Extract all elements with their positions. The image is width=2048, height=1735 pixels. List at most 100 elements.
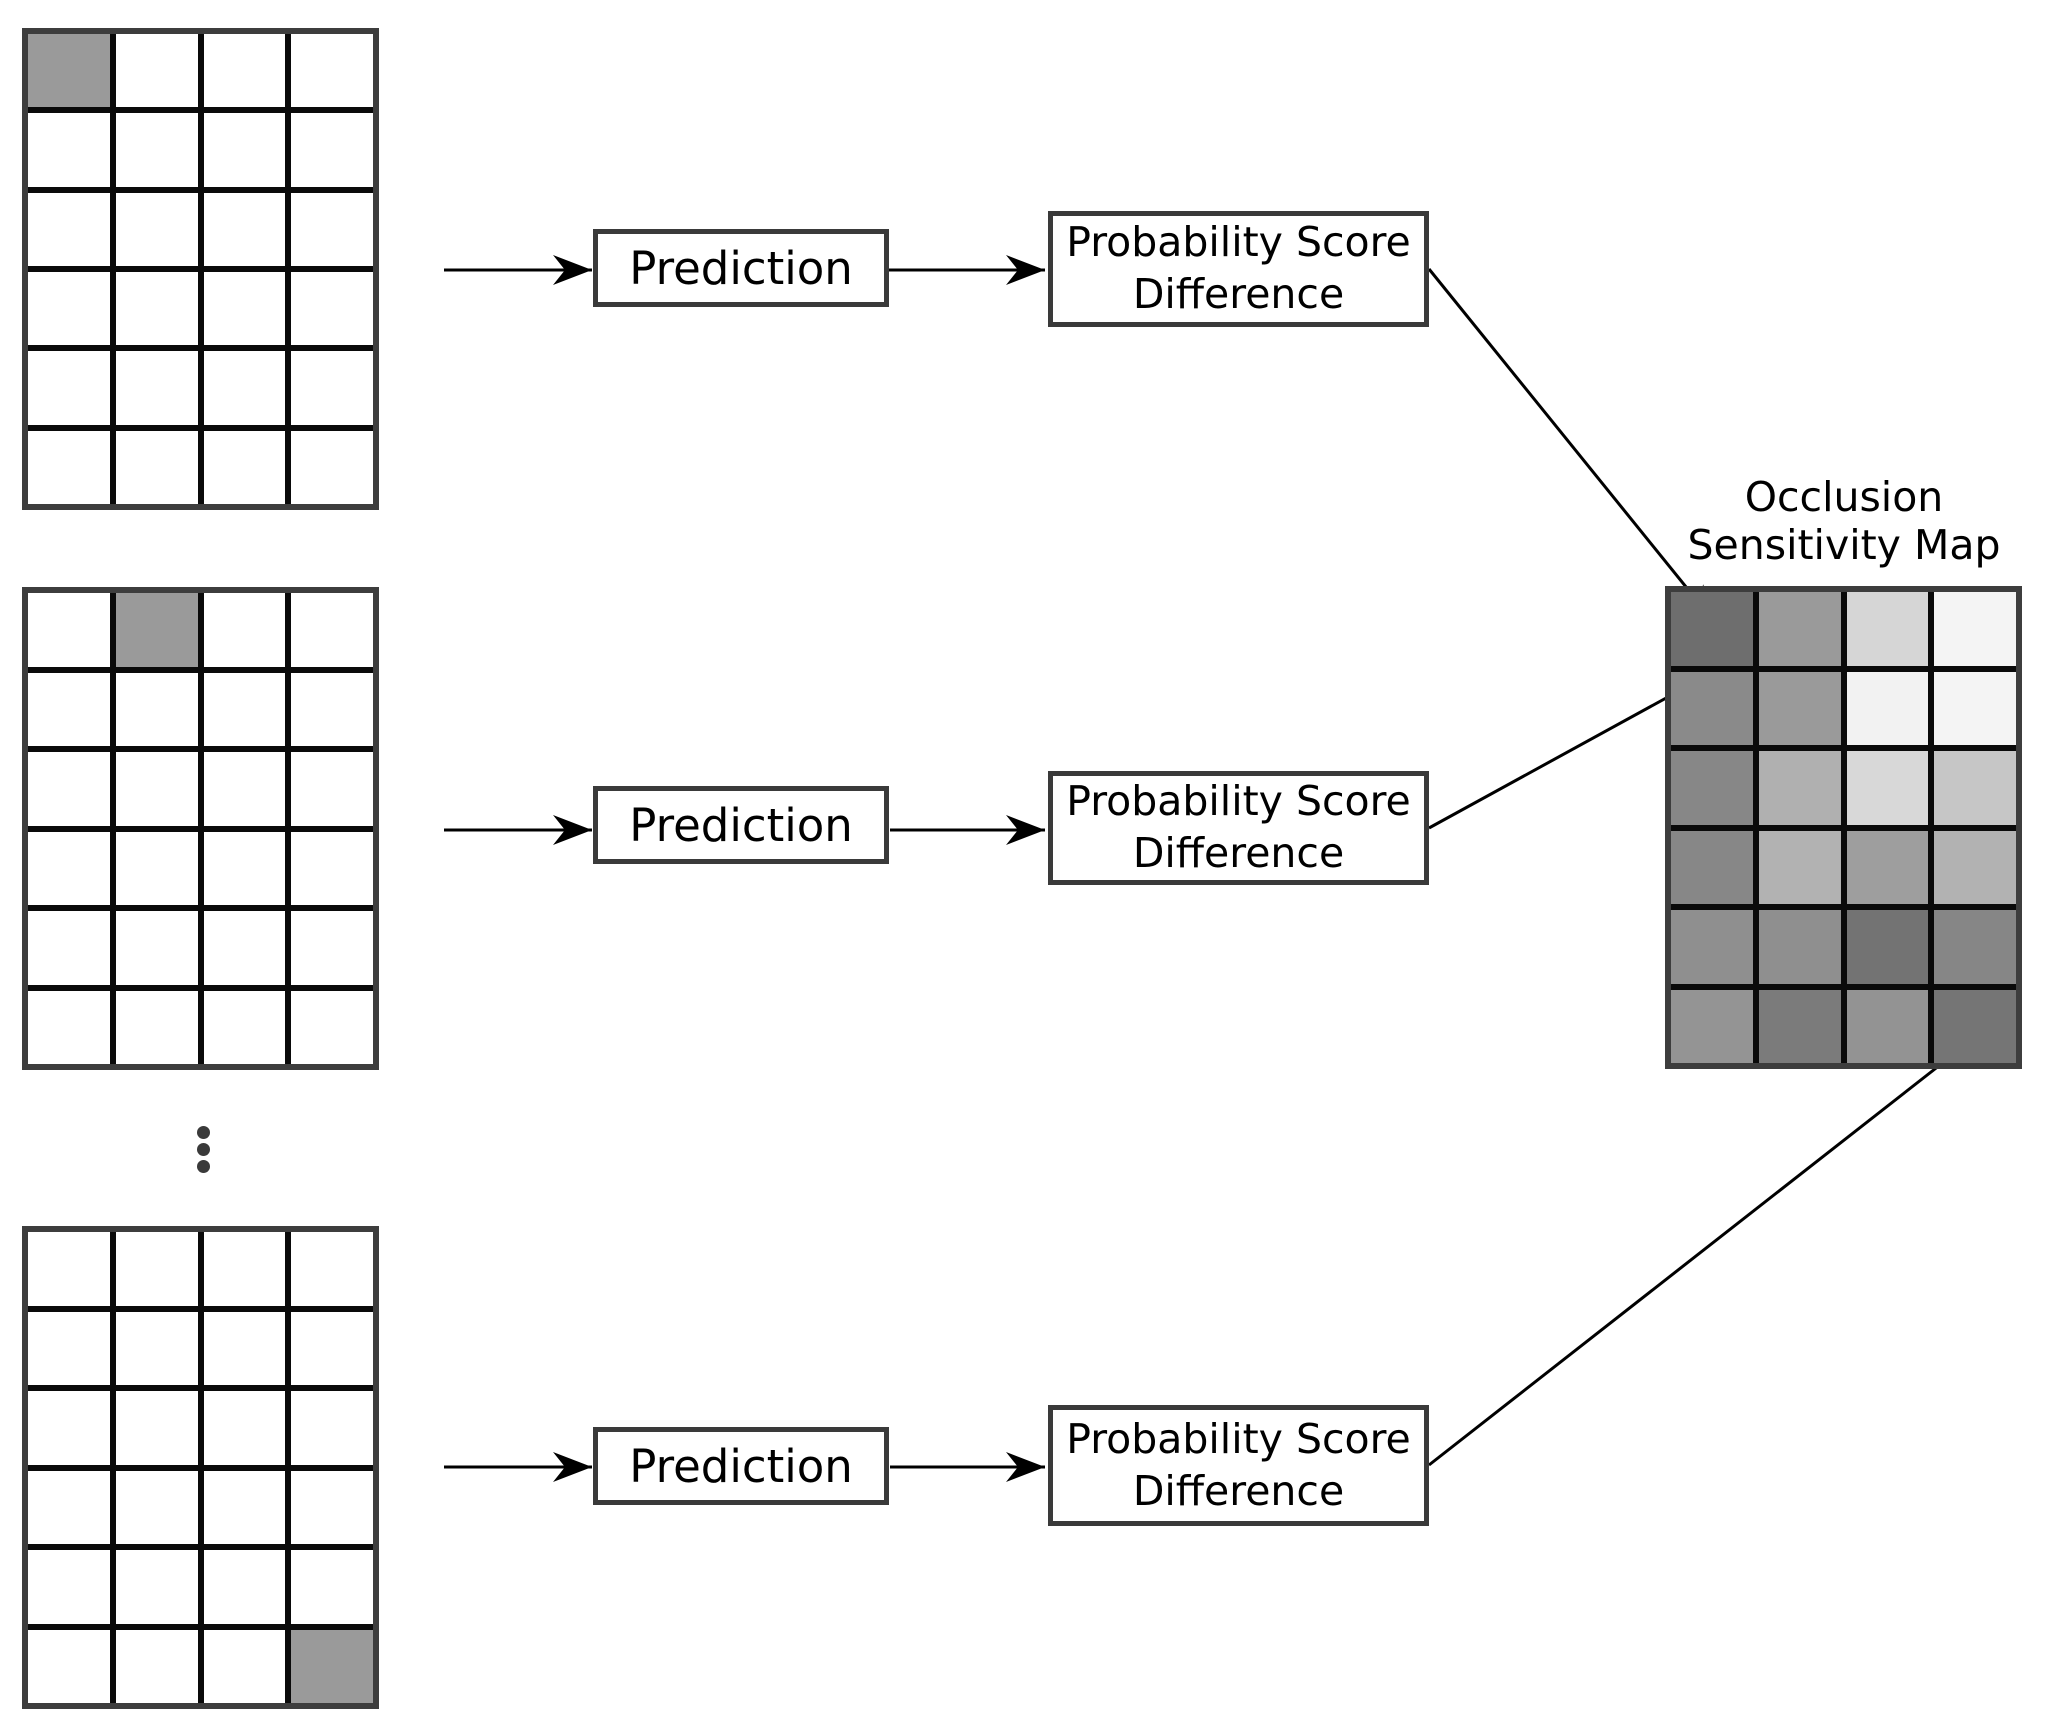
grid-cell — [291, 990, 373, 1064]
map-cell — [1758, 592, 1841, 666]
grid-cell — [28, 831, 110, 905]
occluded-input-grid-3 — [22, 1226, 379, 1709]
map-cell — [1758, 751, 1841, 825]
occlusion-sensitivity-map-grid — [1665, 586, 2022, 1069]
grid-cell — [203, 990, 286, 1064]
map-cell — [1671, 592, 1753, 666]
grid-cell — [115, 351, 198, 425]
grid-cell — [115, 192, 198, 266]
grid-cell — [203, 1629, 286, 1703]
grid-cell — [115, 272, 198, 346]
probability-score-difference-box-2: Probability Score Difference — [1048, 771, 1429, 885]
grid-cell — [203, 752, 286, 826]
map-cell — [1671, 910, 1753, 984]
grid-cell — [291, 1391, 373, 1465]
grid-cell — [28, 192, 110, 266]
map-cell — [1758, 989, 1841, 1063]
grid-cell — [291, 752, 373, 826]
probability-label-line1: Probability Score — [1066, 218, 1411, 267]
ellipsis-dot — [197, 1126, 210, 1139]
map-cell — [1846, 671, 1929, 745]
grid-cell — [291, 272, 373, 346]
prediction-label: Prediction — [629, 241, 853, 295]
probability-label-line1: Probability Score — [1066, 777, 1411, 826]
grid-cell — [115, 752, 198, 826]
grid-cell — [203, 1232, 286, 1306]
probability-label-line2: Difference — [1132, 829, 1345, 877]
grid-cell — [115, 430, 198, 504]
grid-cell — [115, 1232, 198, 1306]
grid-cell — [203, 911, 286, 985]
grid-cell — [115, 1311, 198, 1385]
map-title-line2: Sensitivity Map — [1687, 520, 2001, 569]
grid-cell — [28, 1391, 110, 1465]
grid-cell — [115, 113, 198, 187]
grid-cell — [115, 1550, 198, 1624]
grid-cell — [291, 1550, 373, 1624]
prediction-label: Prediction — [629, 798, 853, 852]
map-cell — [1758, 830, 1841, 904]
map-cell — [1671, 989, 1753, 1063]
arrow-probability3-to-map-cell — [1428, 1027, 1987, 1467]
grid-cell — [28, 593, 110, 667]
grid-cell — [203, 593, 286, 667]
map-cell — [1671, 671, 1753, 745]
grid-cell — [203, 113, 286, 187]
grid-cell — [291, 1311, 373, 1385]
arrow-probability1-to-map-cell — [1427, 268, 1718, 625]
map-title-line1: Occlusion — [1744, 473, 1944, 521]
grid-cell — [115, 911, 198, 985]
grid-cell — [291, 192, 373, 266]
grid-cell — [28, 351, 110, 425]
grid-cell — [203, 831, 286, 905]
prediction-box-1: Prediction — [593, 229, 889, 307]
grid-cell — [203, 672, 286, 746]
grid-cell — [28, 1470, 110, 1544]
prediction-box-2: Prediction — [593, 786, 889, 864]
grid-cell — [291, 430, 373, 504]
ellipsis-dot — [197, 1143, 210, 1156]
map-cell — [1758, 910, 1841, 984]
map-cell — [1846, 910, 1929, 984]
grid-cell — [115, 1629, 198, 1703]
grid-cell — [291, 1470, 373, 1544]
grid-cell — [291, 672, 373, 746]
grid-cell — [28, 1232, 110, 1306]
grid-cell — [28, 752, 110, 826]
grid-cell — [115, 831, 198, 905]
probability-label-line1: Probability Score — [1066, 1414, 1411, 1463]
grid-cell — [291, 911, 373, 985]
grid-cell — [291, 351, 373, 425]
prediction-box-3: Prediction — [593, 1427, 889, 1505]
grid-cell — [203, 272, 286, 346]
probability-score-difference-box-1: Probability Score Difference — [1048, 211, 1429, 327]
grid-cell — [291, 1232, 373, 1306]
grid-cell — [203, 1470, 286, 1544]
map-cell — [1846, 751, 1929, 825]
grid-cell — [28, 990, 110, 1064]
grid-cell — [28, 1629, 110, 1703]
map-cell — [1934, 830, 2016, 904]
map-cell — [1671, 830, 1753, 904]
grid-cell — [291, 34, 373, 108]
grid-cell — [291, 593, 373, 667]
grid-cell — [28, 672, 110, 746]
grid-cell — [115, 672, 198, 746]
prediction-label: Prediction — [629, 1439, 853, 1493]
map-cell — [1846, 989, 1929, 1063]
map-cell — [1934, 910, 2016, 984]
grid-cell — [203, 1391, 286, 1465]
grid-cell — [115, 34, 198, 108]
map-cell — [1934, 989, 2016, 1063]
probability-label-line2: Difference — [1132, 270, 1345, 318]
grid-cell — [203, 192, 286, 266]
grid-cell — [203, 351, 286, 425]
grid-cell — [28, 272, 110, 346]
probability-score-difference-box-3: Probability Score Difference — [1048, 1405, 1429, 1526]
grid-cell — [115, 1391, 198, 1465]
grid-cell — [203, 34, 286, 108]
grid-cell — [28, 1550, 110, 1624]
grid-cell — [203, 430, 286, 504]
grid-cell — [28, 113, 110, 187]
map-cell — [1934, 592, 2016, 666]
